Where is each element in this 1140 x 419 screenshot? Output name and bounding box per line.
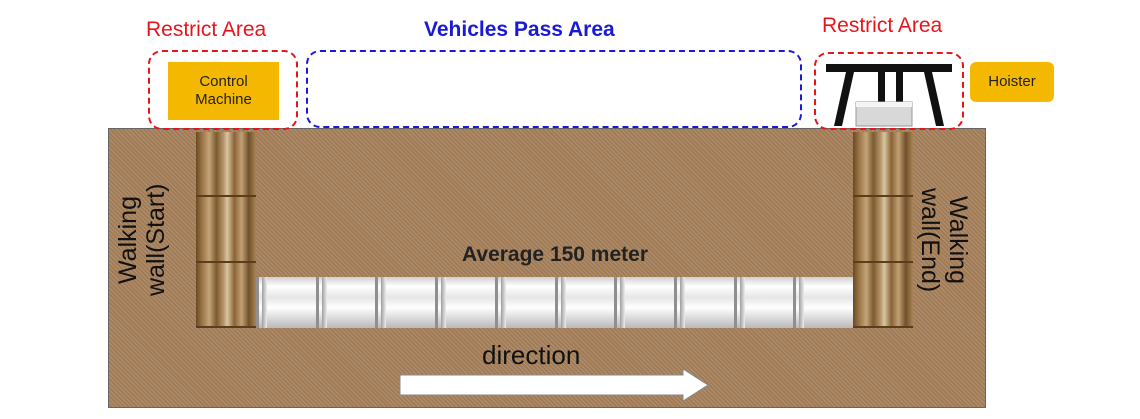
conveyor-belt (256, 277, 854, 328)
belt-segment (315, 277, 376, 328)
walking-wall-end-label: Walking wall(End) (916, 187, 972, 293)
belt-segment (494, 277, 555, 328)
belt-segment (793, 277, 854, 328)
direction-arrow-icon (399, 368, 709, 402)
restrict-area-left-zone (148, 50, 298, 130)
belt-segment (435, 277, 495, 328)
hoister-crane-icon (826, 64, 952, 127)
hoister-box: Hoister (970, 62, 1054, 102)
walking-wall-start-label: Walking wall(Start) (114, 183, 170, 297)
belt-segment (554, 277, 615, 328)
control-machine-box: Control Machine (168, 62, 279, 120)
belt-segment (733, 277, 794, 328)
direction-label: direction (482, 340, 581, 370)
belt-segment (673, 277, 734, 328)
vehicles-pass-area-zone (306, 50, 802, 128)
belt-segment (614, 277, 674, 328)
belt-segment (375, 277, 436, 328)
restrict-area-left-label: Restrict Area (146, 18, 267, 41)
vehicles-pass-area-label: Vehicles Pass Area (424, 18, 615, 41)
walking-wall-end (853, 132, 913, 328)
restrict-area-right-label: Restrict Area (822, 14, 943, 37)
distance-label: Average 150 meter (462, 243, 649, 266)
restrict-area-right-zone (814, 52, 964, 130)
walking-wall-start (196, 132, 256, 328)
belt-segment (256, 277, 316, 328)
